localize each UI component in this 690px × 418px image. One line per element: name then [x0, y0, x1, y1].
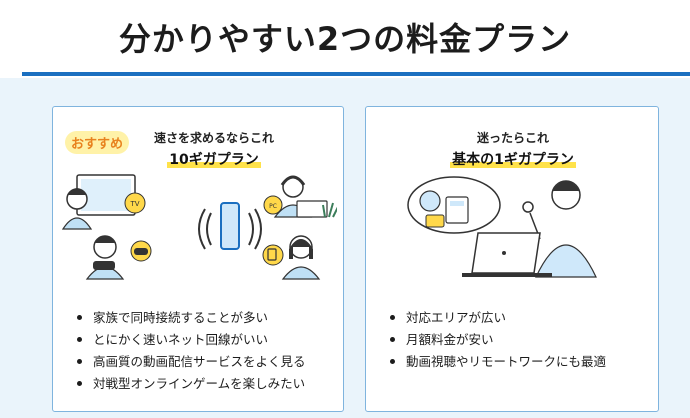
plan-card-10giga: おすすめ 速さを求めるならこれ 10ギガプラン TV — [52, 106, 344, 412]
1giga-illustration — [407, 176, 597, 278]
feature-list: 家族で同時接続することが多い とにかく速いネット回線がいい 高画質の動画配信サー… — [75, 307, 306, 395]
person-with-pc-icon: PC — [263, 175, 337, 218]
feature-item: 動画視聴やリモートワークにも最適 — [388, 351, 606, 373]
thought-bubble-icon — [407, 176, 502, 255]
feature-item: 対戦型オンラインゲームを楽しみたい — [75, 373, 306, 395]
person-watching-tv-icon: TV — [61, 174, 146, 230]
person-ok-gesture-icon — [522, 180, 597, 278]
plan-name: 10ギガプラン — [53, 149, 345, 169]
feature-item: 対応エリアが広い — [388, 307, 606, 329]
pc-label: PC — [269, 203, 277, 210]
plan-kicker: 速さを求めるならこれ — [153, 131, 274, 145]
feature-item: 高画質の動画配信サービスをよく見る — [75, 351, 306, 373]
plan-kicker: 迷ったらこれ — [476, 131, 549, 145]
plan-name: 基本の1ギガプラン — [366, 149, 660, 169]
header: 分かりやすい2つの料金プラン — [0, 0, 690, 78]
feature-list: 対応エリアが広い 月額料金が安い 動画視聴やリモートワークにも最適 — [388, 307, 606, 373]
page-title: 分かりやすい2つの料金プラン — [118, 20, 572, 58]
person-with-phone-icon — [262, 235, 321, 280]
tv-label: TV — [129, 200, 139, 208]
router-icon — [198, 202, 262, 250]
title-underline — [22, 72, 690, 76]
plan-name-text: 基本の1ギガプラン — [450, 152, 576, 168]
laptop-icon — [462, 232, 552, 277]
feature-item: とにかく速いネット回線がいい — [75, 329, 306, 351]
feature-item: 月額料金が安い — [388, 329, 606, 351]
plan-card-1giga: 迷ったらこれ 基本の1ギガプラン 対応エリアが広い 月額料金が安い 動画視聴やリ — [365, 106, 659, 412]
plan-name-text: 10ギガプラン — [167, 152, 261, 168]
kid-gaming-icon — [85, 235, 152, 280]
feature-item: 家族で同時接続することが多い — [75, 307, 306, 329]
10giga-illustration: TV PC — [61, 174, 337, 280]
recommended-badge: おすすめ — [65, 131, 130, 154]
